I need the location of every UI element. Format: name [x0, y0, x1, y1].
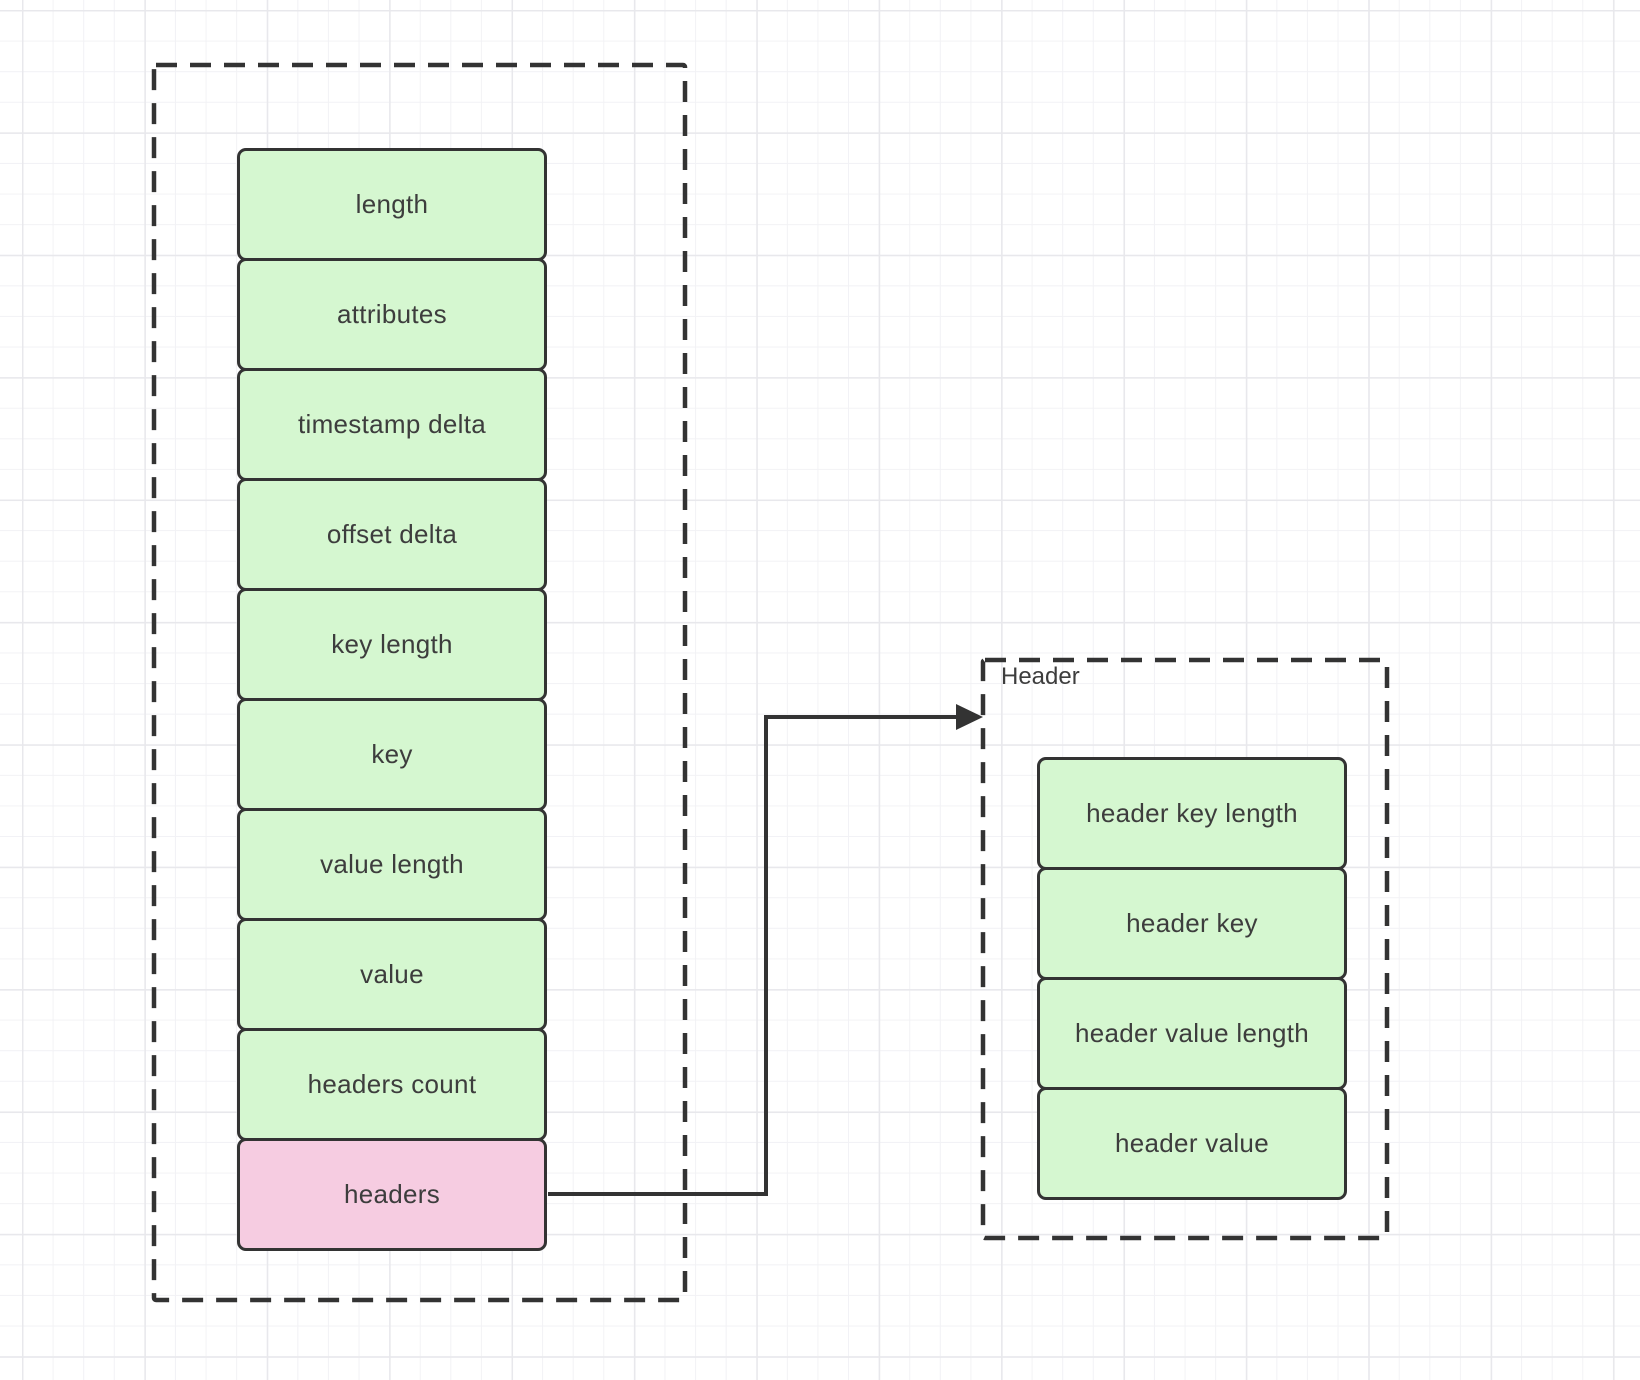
headers-connector-line	[548, 715, 958, 1196]
record-field-length: length	[237, 148, 547, 261]
header-field-stack: header key length header key header valu…	[1037, 757, 1347, 1200]
record-field-key: key	[237, 698, 547, 811]
record-field-headers: headers	[237, 1138, 547, 1251]
record-field-key-length: key length	[237, 588, 547, 701]
record-field-attributes: attributes	[237, 258, 547, 371]
header-field-key-length: header key length	[1037, 757, 1347, 870]
record-field-value: value	[237, 918, 547, 1031]
connector-arrowhead	[956, 704, 983, 730]
record-field-offset-delta: offset delta	[237, 478, 547, 591]
record-field-headers-count: headers count	[237, 1028, 547, 1141]
record-container-border	[151, 62, 688, 1303]
record-field-value-length: value length	[237, 808, 547, 921]
header-container-border	[980, 657, 1390, 1241]
header-field-value-length: header value length	[1037, 977, 1347, 1090]
record-field-stack: length attributes timestamp delta offset…	[237, 148, 547, 1251]
header-container-title: Header	[1001, 663, 1080, 690]
header-field-value: header value	[1037, 1087, 1347, 1200]
header-field-key: header key	[1037, 867, 1347, 980]
record-field-timestamp-delta: timestamp delta	[237, 368, 547, 481]
